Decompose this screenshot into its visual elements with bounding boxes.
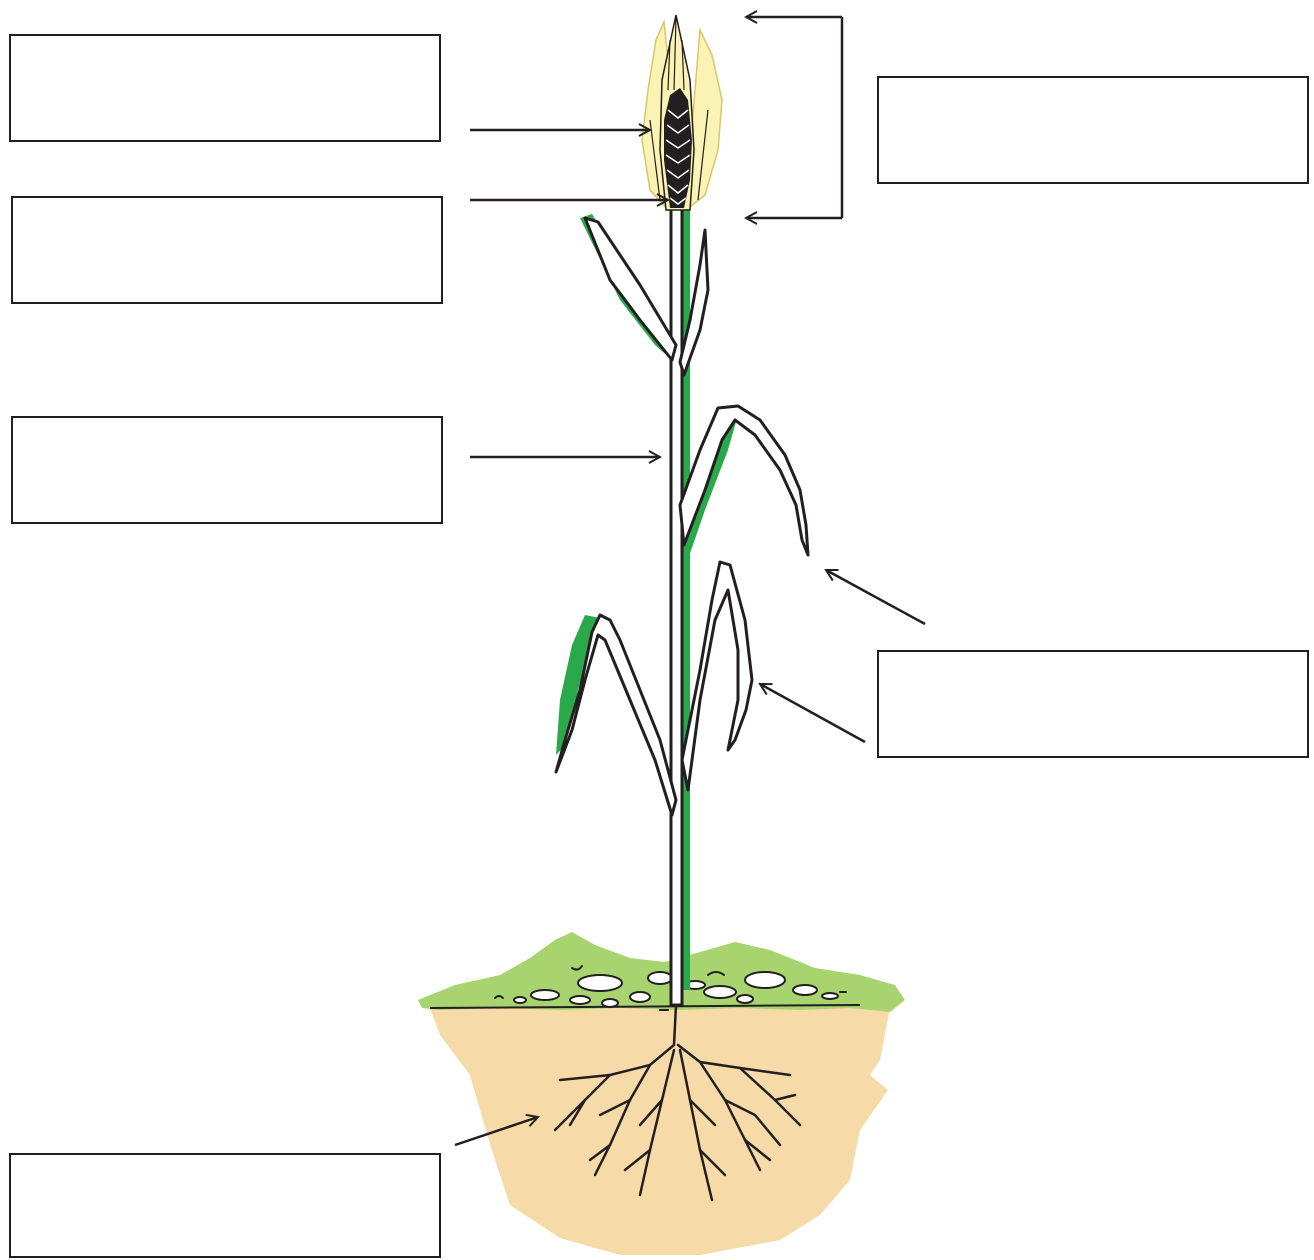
soil	[430, 1008, 890, 1255]
leaf-right-drooping	[680, 406, 808, 555]
arrow-to-leaf-blade	[760, 684, 865, 742]
leaf-upper-left	[585, 218, 676, 360]
grain-head	[642, 15, 722, 210]
label-box-bottom-left[interactable]	[9, 1153, 441, 1258]
label-box-middle-left[interactable]	[11, 416, 443, 524]
label-box-middle-right[interactable]	[877, 650, 1309, 758]
leaf-middle-right	[682, 562, 752, 790]
arrow-to-leaf-tip	[826, 570, 925, 624]
soil-cross-section	[418, 932, 905, 1255]
label-box-top-right[interactable]	[877, 76, 1309, 184]
label-box-top-left[interactable]	[9, 34, 441, 142]
label-box-upper-left[interactable]	[11, 196, 443, 304]
stem	[671, 200, 690, 1005]
stem-body	[671, 205, 682, 1005]
